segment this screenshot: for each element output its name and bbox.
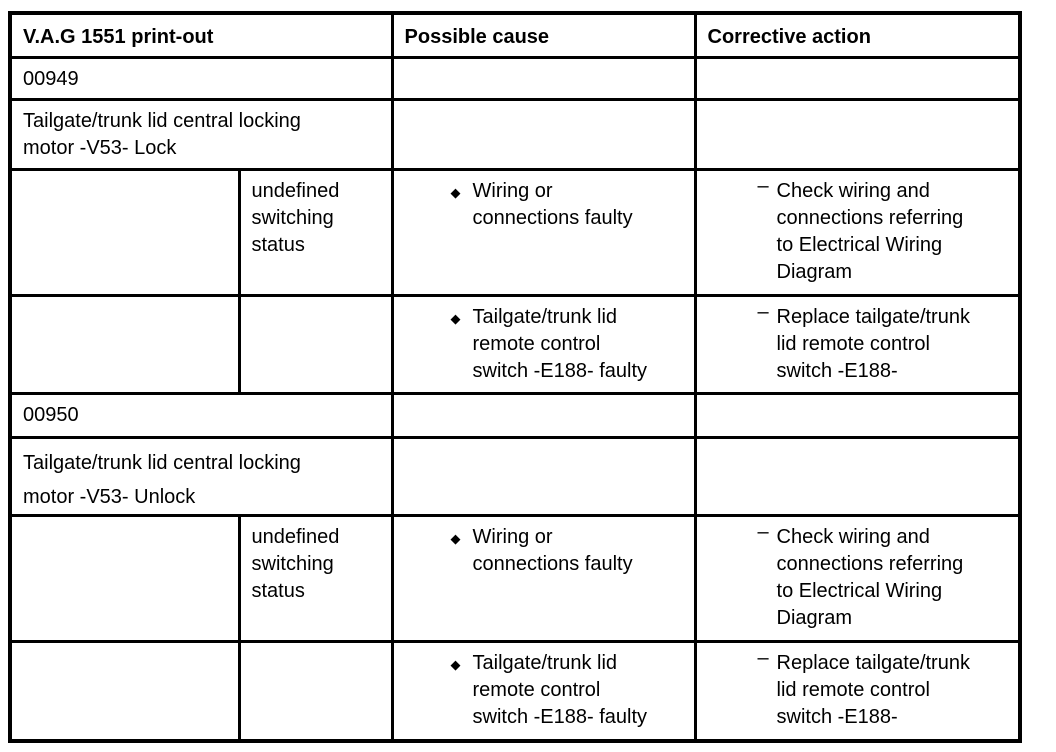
dash-bullet-icon: – (757, 300, 769, 323)
description-cell: Tailgate/trunk lid central locking motor… (8, 97, 394, 171)
table-header-row: V.A.G 1551 print-out Possible cause Corr… (8, 11, 1022, 59)
cause-text: Wiring or connections faulty (472, 179, 633, 229)
empty-cell (693, 55, 1022, 101)
action-item: – Replace tailgate/trunk lid remote cont… (758, 647, 1011, 731)
cause-item: ◆ Wiring or connections faulty (451, 178, 686, 232)
cause-text: Tailgate/trunk lid remote control switch… (472, 651, 648, 728)
cause-cell: ◆ Wiring or connections faulty (390, 513, 697, 643)
cause-text: Wiring or connections faulty (472, 525, 633, 575)
cause-item: ◆ Tailgate/trunk lid remote control swit… (451, 650, 686, 731)
diamond-bullet-icon: ◆ (450, 530, 461, 546)
status-cell: undefined switching status (237, 167, 394, 297)
diamond-bullet-icon: ◆ (450, 310, 461, 326)
cause-text: Tailgate/trunk lid remote control switch… (472, 305, 648, 382)
empty-cell (693, 97, 1022, 171)
header-cell-action: Corrective action (693, 11, 1022, 59)
action-text: Check wiring and connections referring t… (776, 525, 964, 629)
empty-cell (390, 391, 697, 439)
header-cell-printout: V.A.G 1551 print-out (8, 11, 394, 59)
status-cell (237, 639, 394, 743)
fault-row: undefined switching status ◆ Wiring or c… (8, 167, 1022, 297)
code-cell: 00949 (8, 55, 394, 101)
empty-cell (693, 391, 1022, 439)
empty-cell (8, 639, 241, 743)
action-cell: – Check wiring and connections referring… (693, 513, 1022, 643)
code-row: 00949 (8, 55, 1022, 101)
action-cell: – Check wiring and connections referring… (693, 167, 1022, 297)
action-item: – Check wiring and connections referring… (758, 175, 1011, 286)
cause-cell: ◆ Tailgate/trunk lid remote control swit… (390, 639, 697, 743)
action-text: Replace tailgate/trunk lid remote contro… (776, 305, 970, 382)
diamond-bullet-icon: ◆ (450, 184, 461, 200)
fault-code-table: V.A.G 1551 print-out Possible cause Corr… (8, 11, 1023, 743)
description-cell: Tailgate/trunk lid central locking motor… (8, 435, 394, 517)
empty-cell (390, 55, 697, 101)
diamond-bullet-icon: ◆ (450, 656, 461, 672)
dash-bullet-icon: – (757, 520, 769, 543)
cause-item: ◆ Wiring or connections faulty (451, 524, 686, 578)
description-row: Tailgate/trunk lid central locking motor… (8, 97, 1022, 171)
empty-cell (390, 97, 697, 171)
dash-bullet-icon: – (757, 174, 769, 197)
action-text: Replace tailgate/trunk lid remote contro… (776, 651, 970, 728)
fault-row: ◆ Tailgate/trunk lid remote control swit… (8, 639, 1022, 743)
code-cell: 00950 (8, 391, 394, 439)
action-cell: – Replace tailgate/trunk lid remote cont… (693, 639, 1022, 743)
empty-cell (8, 167, 241, 297)
description-row: Tailgate/trunk lid central locking motor… (8, 435, 1022, 517)
fault-row: undefined switching status ◆ Wiring or c… (8, 513, 1022, 643)
action-item: – Replace tailgate/trunk lid remote cont… (758, 301, 1011, 385)
status-cell (237, 293, 394, 395)
action-cell: – Replace tailgate/trunk lid remote cont… (693, 293, 1022, 395)
empty-cell (390, 435, 697, 517)
cause-item: ◆ Tailgate/trunk lid remote control swit… (451, 304, 686, 385)
dash-bullet-icon: – (757, 646, 769, 669)
cause-cell: ◆ Wiring or connections faulty (390, 167, 697, 297)
cause-cell: ◆ Tailgate/trunk lid remote control swit… (390, 293, 697, 395)
code-row: 00950 (8, 391, 1022, 439)
action-text: Check wiring and connections referring t… (776, 179, 964, 283)
action-item: – Check wiring and connections referring… (758, 521, 1011, 632)
empty-cell (693, 435, 1022, 517)
empty-cell (8, 293, 241, 395)
empty-cell (8, 513, 241, 643)
fault-row: ◆ Tailgate/trunk lid remote control swit… (8, 293, 1022, 395)
header-cell-cause: Possible cause (390, 11, 697, 59)
status-cell: undefined switching status (237, 513, 394, 643)
